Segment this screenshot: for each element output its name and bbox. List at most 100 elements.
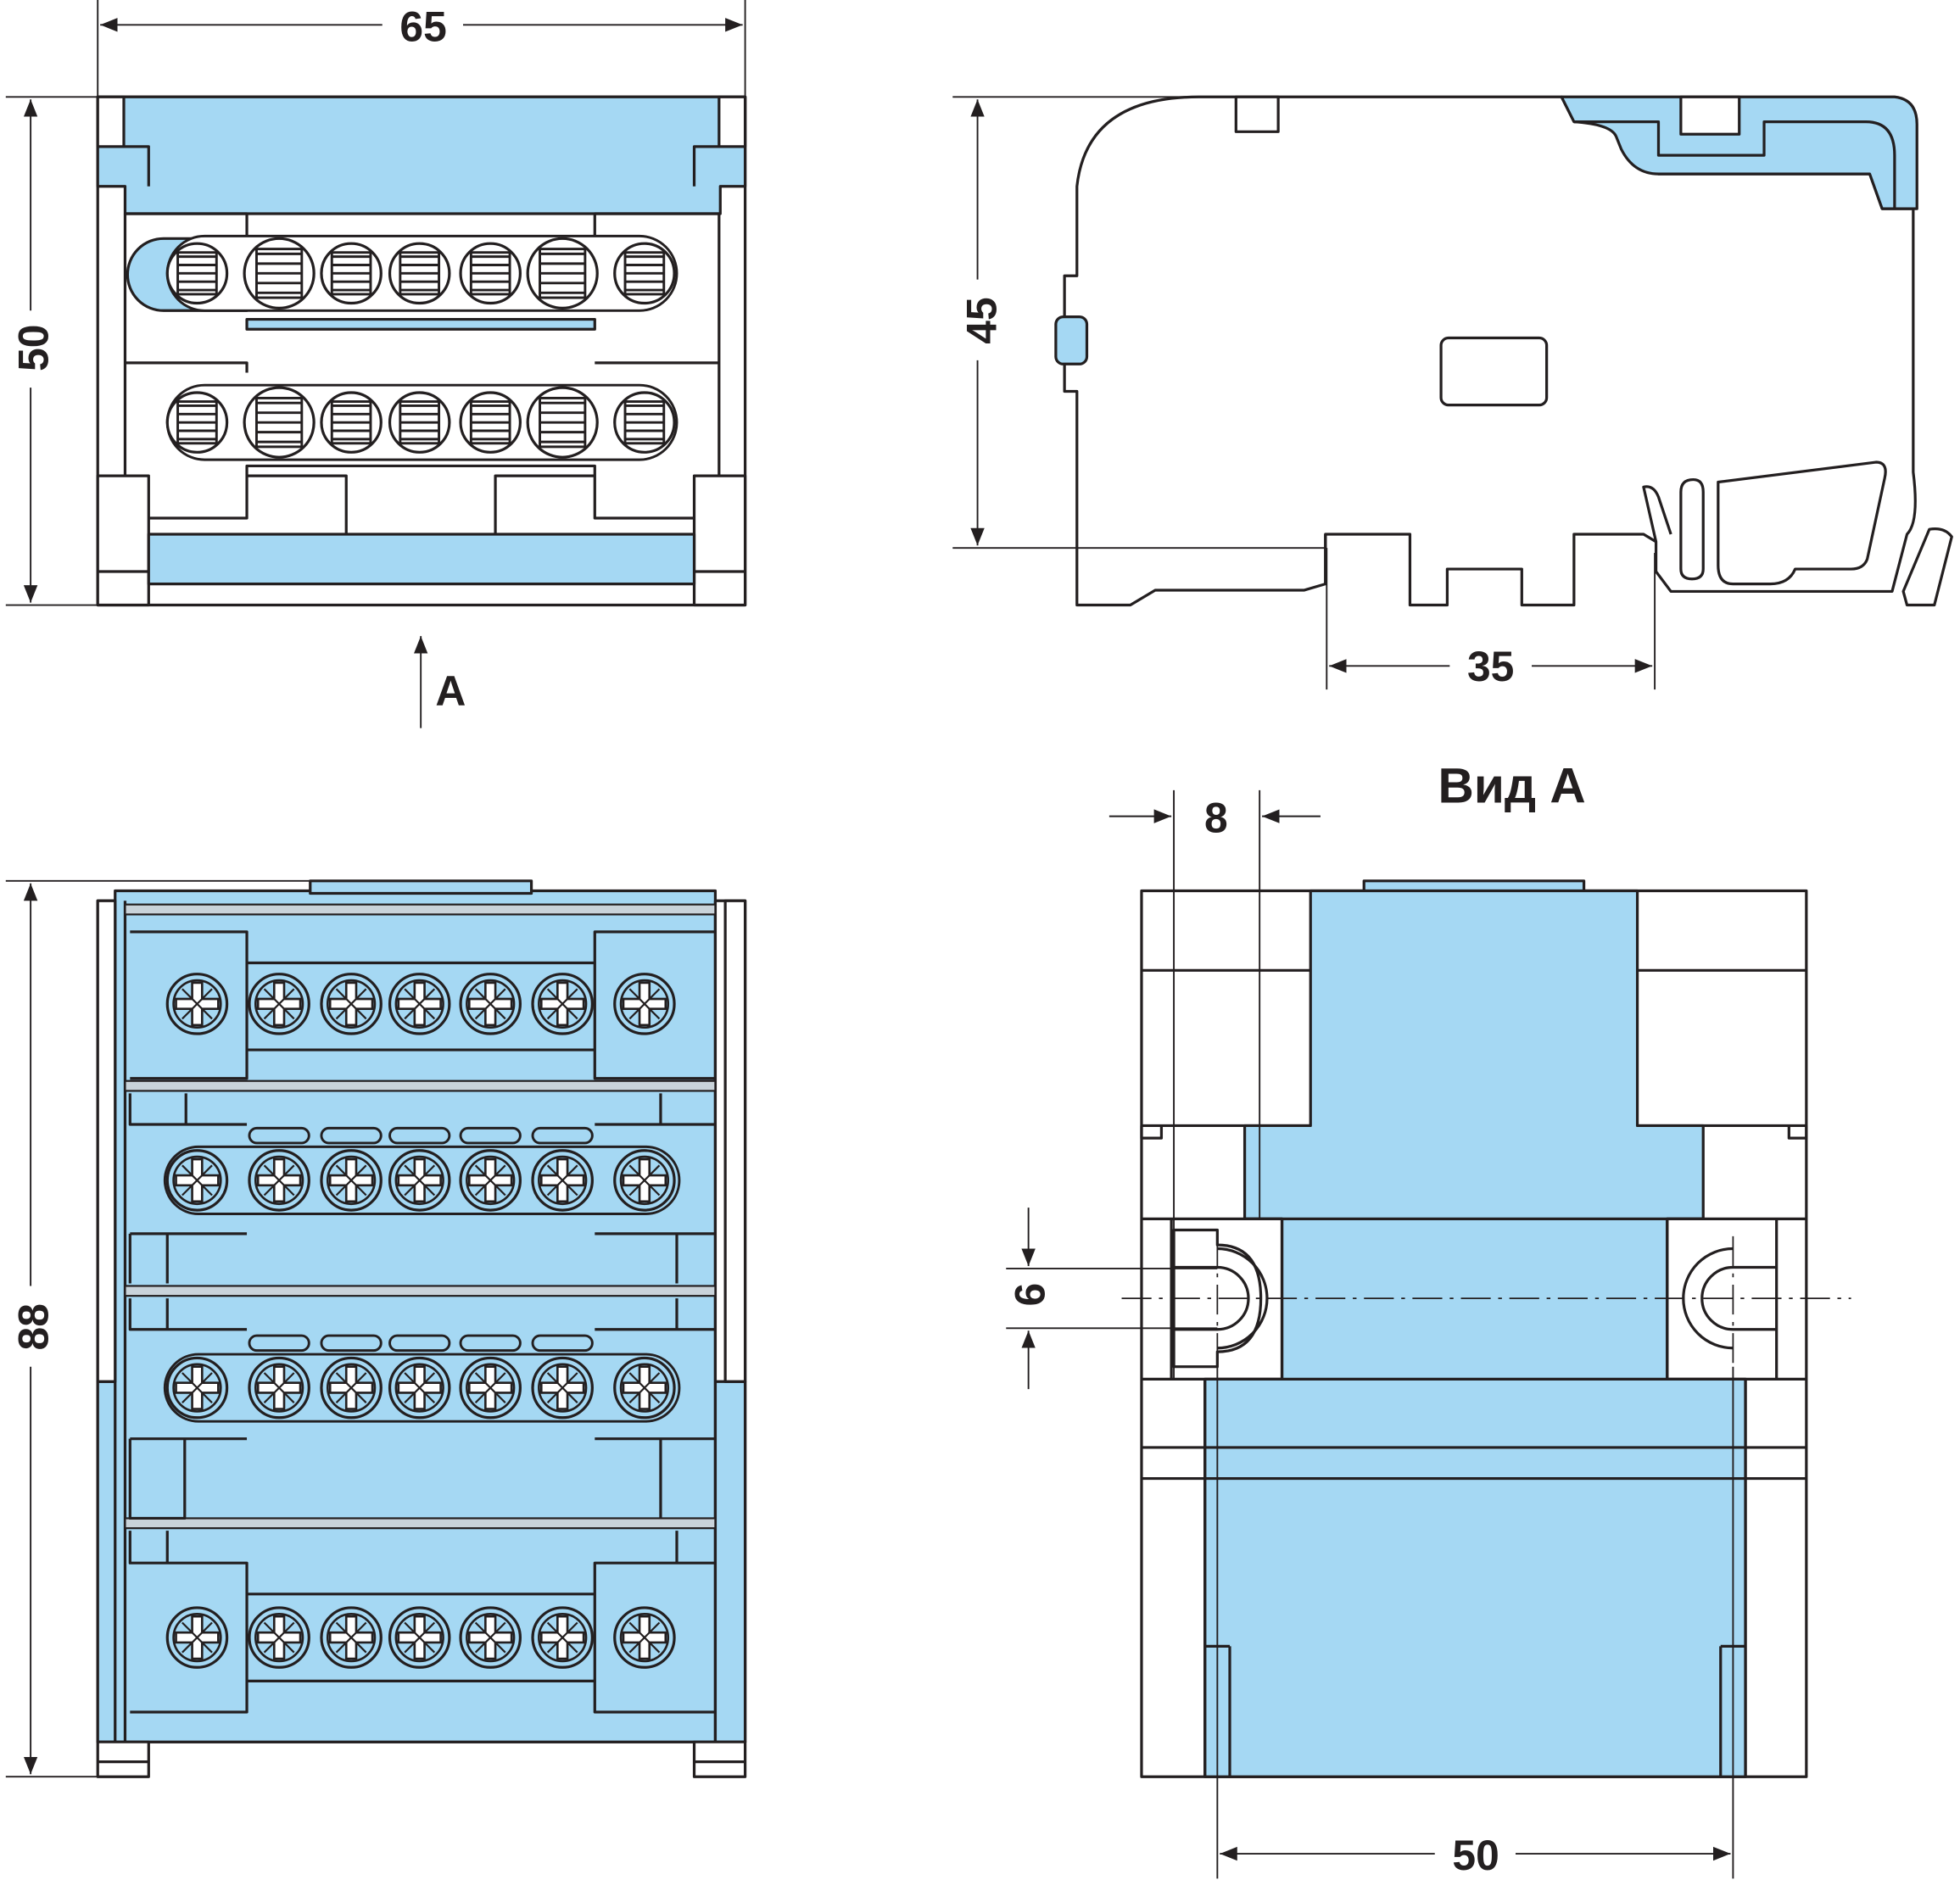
slot-diagonal <box>628 1164 661 1197</box>
terminal-screw <box>613 1149 676 1212</box>
side-view: 45 35 <box>952 95 1953 690</box>
terminal-screw <box>459 1606 522 1669</box>
screw-rim <box>394 1363 444 1413</box>
terminal-screw <box>613 1356 676 1420</box>
clamp-slot <box>320 1126 383 1145</box>
screw-rim <box>619 1612 670 1663</box>
view-arrow-label: A <box>435 667 466 715</box>
slot-diagonal <box>181 1621 213 1654</box>
dim-side-height: 45 <box>958 297 1006 343</box>
slot-diagonal <box>404 988 436 1020</box>
dim-top-height: 88 <box>10 1303 58 1350</box>
clamp-slot <box>248 1126 310 1145</box>
dim-rail-width: 35 <box>1467 643 1514 690</box>
terminal-hole <box>388 391 451 454</box>
screw-rim <box>326 979 377 1029</box>
clamp-slot <box>459 1334 522 1353</box>
screw-rim <box>619 1155 670 1206</box>
terminal-hole <box>320 391 383 454</box>
slot-diagonal <box>546 988 578 1020</box>
terminal-screw <box>165 973 229 1035</box>
clamp-slot <box>388 1126 451 1145</box>
front-view: 65 50 A <box>5 0 747 728</box>
terminal-hole <box>320 242 383 305</box>
slot-diagonal <box>263 1372 295 1403</box>
grip-frame <box>330 400 372 445</box>
slot-diagonal <box>263 1621 295 1654</box>
clamp-slot <box>248 1334 310 1353</box>
screw-rim <box>254 1612 304 1663</box>
grip-frame <box>255 248 304 299</box>
terminal-screw <box>320 1606 383 1669</box>
terminal-screw <box>388 973 451 1035</box>
terminal-screw <box>248 1356 310 1420</box>
terminal-hole <box>165 242 229 305</box>
screw-rim <box>254 1155 304 1206</box>
slot-diagonal <box>404 1164 436 1197</box>
slot-diagonal <box>546 1164 578 1197</box>
terminal-screw <box>459 1149 522 1212</box>
slot-diagonal <box>546 1621 578 1654</box>
screw-rim <box>619 1363 670 1413</box>
terminal-screw <box>613 973 676 1035</box>
terminal-hole <box>243 386 315 459</box>
dim-view-a-hole: 6 <box>1007 1283 1054 1307</box>
terminal-screw <box>248 973 310 1035</box>
slot-diagonal <box>404 1372 436 1403</box>
terminal-screw <box>320 973 383 1035</box>
screw-rim <box>394 979 444 1029</box>
grip-frame <box>469 251 511 296</box>
grip-frame <box>330 251 372 296</box>
terminal-hole <box>459 242 522 305</box>
dim-front-width: 65 <box>399 3 446 50</box>
grip-frame <box>399 251 441 296</box>
terminal-screw <box>320 1356 383 1420</box>
screw-rim <box>172 1155 222 1206</box>
grip-frame <box>623 400 666 445</box>
slot-diagonal <box>474 1621 506 1654</box>
slot-diagonal <box>546 1372 578 1403</box>
screw-rim <box>466 1612 516 1663</box>
terminal-hole <box>388 242 451 305</box>
grip-frame <box>399 400 441 445</box>
terminal-hole <box>459 391 522 454</box>
slot-diagonal <box>335 1621 367 1654</box>
view-a: Вид А 8 6 50 <box>1006 759 1851 1879</box>
terminal-screw <box>165 1356 229 1420</box>
slot-diagonal <box>335 1372 367 1403</box>
terminal-screw <box>320 1149 383 1212</box>
screw-rim <box>466 1155 516 1206</box>
terminal-screw <box>388 1356 451 1420</box>
terminal-screw <box>459 1356 522 1420</box>
screw-rim <box>172 1363 222 1413</box>
terminal-screw <box>388 1149 451 1212</box>
screw-rim <box>538 1363 588 1413</box>
slot-diagonal <box>335 988 367 1020</box>
terminal-hole <box>526 386 599 459</box>
slot-diagonal <box>181 1372 213 1403</box>
screw-rim <box>326 1612 377 1663</box>
grip-frame <box>469 400 511 445</box>
terminal-screw <box>165 1149 229 1212</box>
grip-frame <box>176 251 218 296</box>
screw-rim <box>172 979 222 1029</box>
terminal-screw <box>459 973 522 1035</box>
terminal-screw <box>388 1606 451 1669</box>
dim-front-height: 50 <box>10 325 58 371</box>
screw-rim <box>172 1612 222 1663</box>
terminal-screw <box>248 1606 310 1669</box>
terminal-hole <box>243 237 315 310</box>
clamp-slot <box>320 1334 383 1353</box>
terminal-screw <box>531 1149 594 1212</box>
screw-rim <box>326 1363 377 1413</box>
terminal-screw <box>531 1606 594 1669</box>
slot-diagonal <box>404 1621 436 1654</box>
clamp-slot <box>531 1126 594 1145</box>
top-view: 88 <box>5 879 747 1778</box>
slot-diagonal <box>181 1164 213 1197</box>
screw-rim <box>538 979 588 1029</box>
terminal-screw <box>248 1149 310 1212</box>
terminal-hole <box>613 242 676 305</box>
